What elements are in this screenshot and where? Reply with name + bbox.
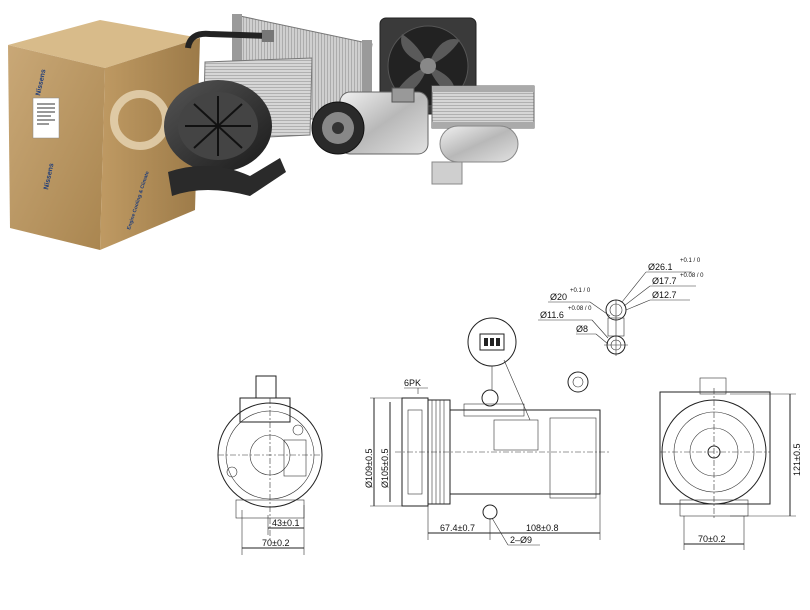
- blower-motor: [164, 80, 286, 196]
- port-d5-tol: +0.08 / 0: [568, 306, 592, 312]
- side-view-drawing: [395, 317, 610, 520]
- port-detail-drawing: [604, 299, 628, 356]
- port-d2-tol: +0.08 / 0: [680, 273, 704, 279]
- port-d3: Ø20: [550, 292, 567, 302]
- receiver-drier: [431, 125, 519, 185]
- port-d6: Ø8: [576, 324, 588, 334]
- side-len-67: 67.4±0.7: [440, 523, 475, 533]
- port-d1: Ø26.1: [648, 262, 673, 272]
- side-dia-109: Ø109±0.5: [364, 449, 374, 488]
- side-belt-6pk: 6PK: [404, 378, 421, 388]
- front-dim-43: 43±0.1: [272, 518, 299, 528]
- rear-view-dimensions: 121±0.5 70±0.2: [683, 393, 802, 550]
- port-d2: Ø17.7: [652, 276, 677, 286]
- rear-width-70: 70±0.2: [698, 534, 725, 544]
- port-d1-tol: +0.1 / 0: [680, 258, 701, 264]
- port-d4: Ø12.7: [652, 290, 677, 300]
- side-dia-105: Ø105±0.5: [380, 449, 390, 488]
- front-dim-70: 70±0.2: [262, 538, 289, 548]
- ac-hose-pipe: [185, 30, 274, 49]
- front-view-drawing: [217, 375, 323, 540]
- cardboard-box: Nissens Nissens Engine Cooling & Climate: [8, 20, 200, 250]
- ac-compressor-photo: [311, 87, 429, 155]
- box-logo-label: [32, 97, 60, 139]
- rear-height-121: 121±0.5: [792, 444, 802, 476]
- front-view-dimensions: 43±0.1 70±0.2: [241, 505, 305, 555]
- port-d3-tol: +0.1 / 0: [570, 288, 591, 294]
- port-d5: Ø11.6: [540, 310, 564, 320]
- port-detail-labels: Ø26.1 +0.1 / 0 Ø17.7 +0.08 / 0 Ø12.7 Ø20…: [538, 258, 704, 345]
- side-holes: 2–Ø9: [510, 535, 532, 545]
- side-len-108: 108±0.8: [526, 523, 558, 533]
- rear-view-drawing: [659, 377, 771, 520]
- heater-core: [431, 85, 535, 129]
- side-view-dimensions: Ø109±0.5 Ø105±0.5 6PK 67.4±0.7 108±0.8 2…: [364, 378, 601, 546]
